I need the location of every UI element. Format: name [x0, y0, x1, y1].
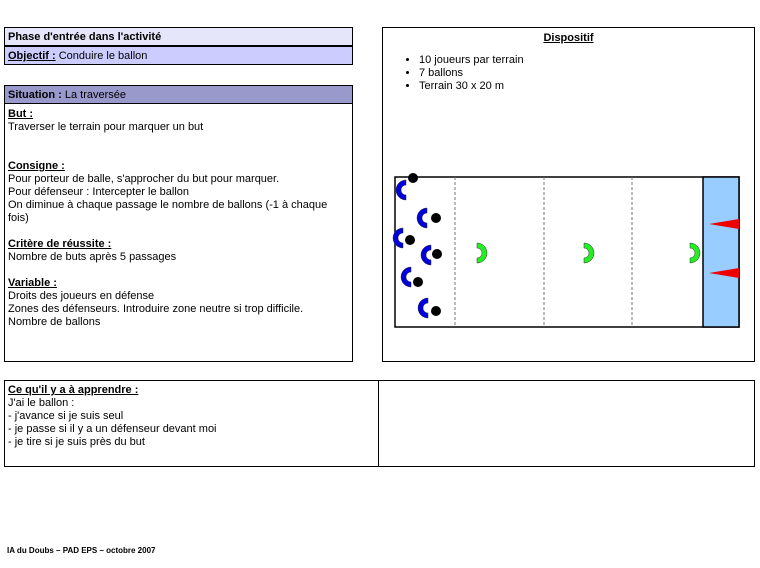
objectif-value: Conduire le ballon	[58, 50, 148, 62]
variable-line: Nombre de ballons	[8, 316, 101, 328]
apprendre-line: J'ai le ballon :	[8, 397, 75, 409]
situation-label: Situation :	[8, 89, 62, 101]
apprendre-line: - je passe si il y a un défenseur devant…	[8, 423, 217, 435]
apprendre-panel: Ce qu'il y a à apprendre : J'ai le ballo…	[4, 380, 755, 467]
dispositif-panel: Dispositif 10 joueurs par terrain 7 ball…	[382, 27, 755, 362]
dispositif-item: 7 ballons	[419, 67, 754, 80]
consigne-label: Consigne :	[8, 160, 65, 172]
objectif-label: Objectif :	[8, 50, 56, 62]
footer: IA du Doubs – PAD EPS – octobre 2007	[7, 546, 156, 555]
variable-line: Zones des défenseurs. Introduire zone ne…	[8, 303, 304, 315]
situation-body: But : Traverser le terrain pour marquer …	[4, 103, 353, 362]
apprendre-line: - j'avance si je suis seul	[8, 410, 124, 422]
but-label: But :	[8, 108, 34, 120]
consigne-line: Pour défenseur : Intercepter le ballon	[8, 186, 190, 198]
situation-header: Situation : La traversée	[4, 85, 353, 104]
variable-label: Variable :	[8, 277, 57, 289]
situation-value: La traversée	[64, 89, 126, 101]
objectif-row: Objectif : Conduire le ballon	[4, 46, 353, 65]
apprendre-label: Ce qu'il y a à apprendre :	[8, 384, 139, 396]
consigne-line: fois)	[8, 212, 29, 224]
consigne-line: Pour porteur de balle, s'approcher du bu…	[8, 173, 280, 185]
variable-line: Droits des joueurs en défense	[8, 290, 155, 302]
critere-line: Nombre de buts après 5 passages	[8, 251, 177, 263]
dispositif-item: 10 joueurs par terrain	[419, 54, 754, 67]
critere-label: Critère de réussite :	[8, 238, 112, 250]
dispositif-title: Dispositif	[543, 32, 594, 44]
but-line: Traverser le terrain pour marquer un but	[8, 121, 204, 133]
dispositif-item: Terrain 30 x 20 m	[419, 80, 754, 93]
apprendre-line: - je tire si je suis près du but	[8, 436, 145, 448]
phase-header: Phase d'entrée dans l'activité	[4, 27, 353, 46]
consigne-line: On diminue à chaque passage le nombre de…	[8, 199, 328, 211]
